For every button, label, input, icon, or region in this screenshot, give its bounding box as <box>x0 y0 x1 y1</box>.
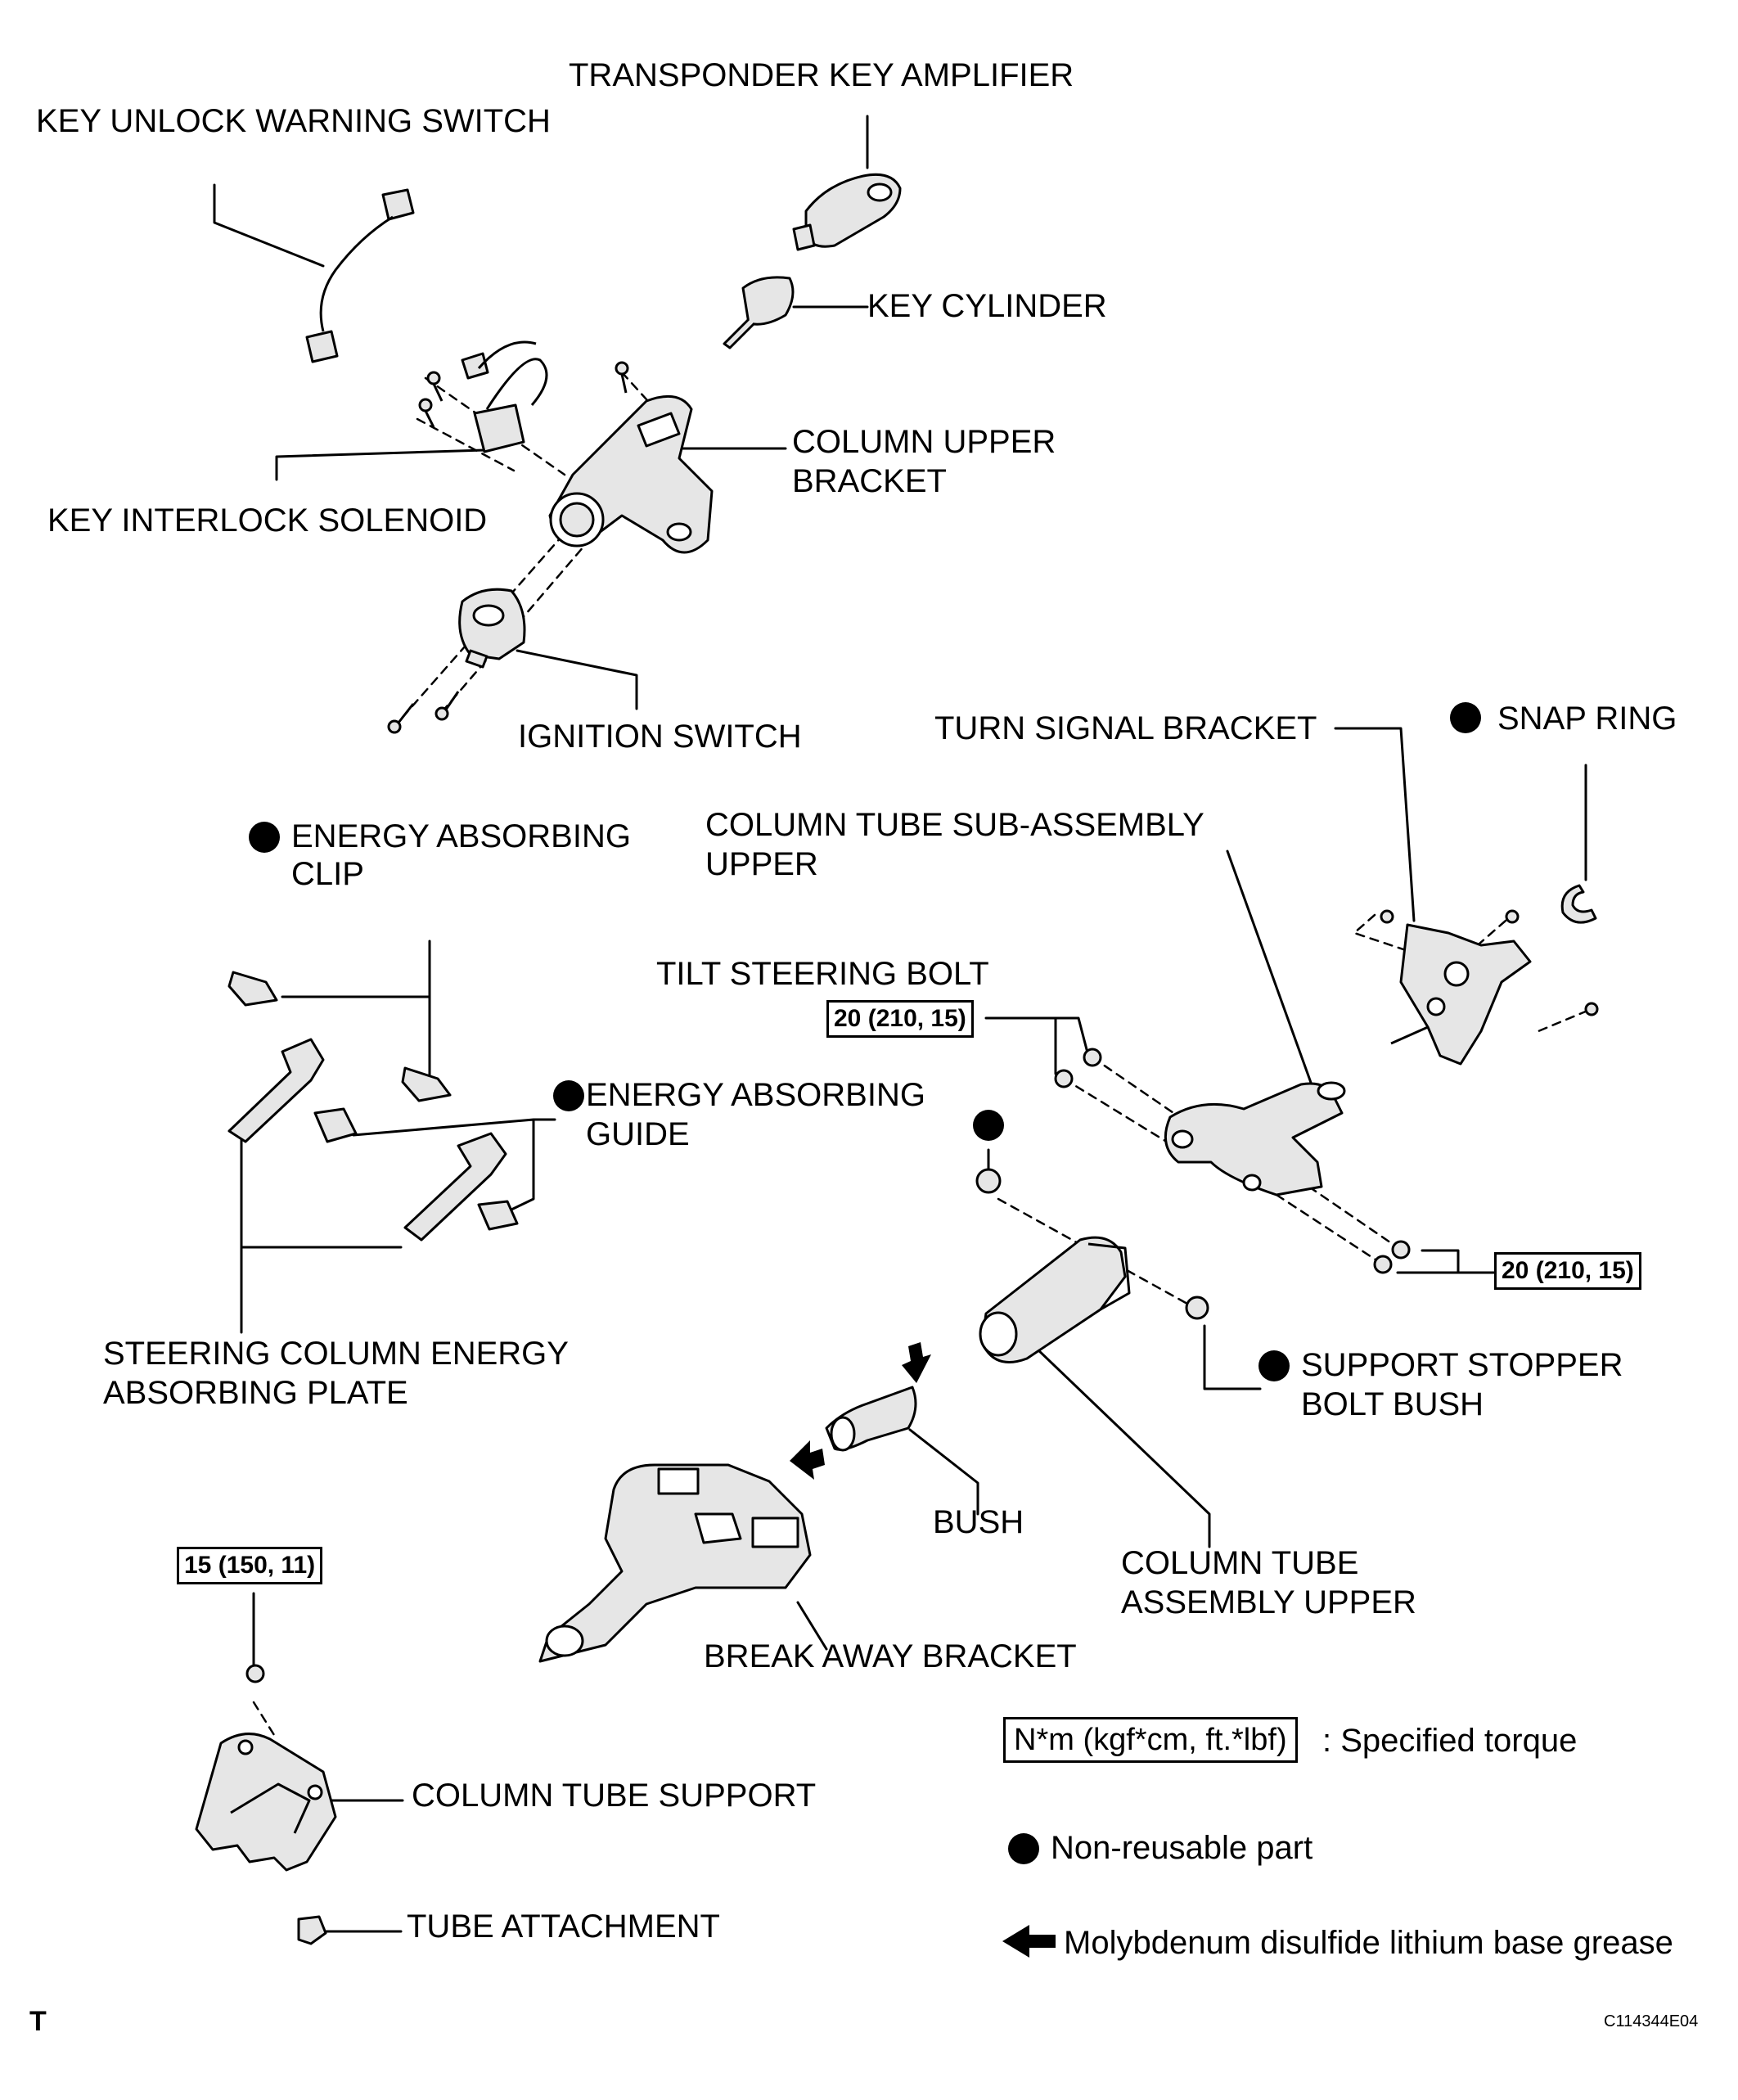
dash-support <box>252 1701 276 1737</box>
column-tube-assembly-upper <box>979 1236 1131 1363</box>
label-key-interlock-solenoid: KEY INTERLOCK SOLENOID <box>47 502 488 539</box>
label-energy-absorbing-guide-line1: ENERGY ABSORBING <box>586 1077 925 1113</box>
leader-break-away <box>796 1601 828 1651</box>
label-energy-absorbing-clip-line2: CLIP <box>291 856 364 892</box>
leader-lower-torque <box>1396 1249 1499 1274</box>
label-ignition-switch: IGNITION SWITCH <box>518 719 802 755</box>
nonreusable-dot-stopper-nut <box>973 1110 1004 1141</box>
nonreusable-dot-support-stopper <box>1258 1350 1290 1381</box>
column-upper-bracket <box>548 394 714 554</box>
bush <box>825 1386 917 1452</box>
dash-solenoid-b <box>416 417 516 472</box>
ignition-screws <box>387 691 460 734</box>
leader-turn-signal <box>1334 727 1416 922</box>
label-tube-attachment: TUBE ATTACHMENT <box>407 1908 720 1945</box>
label-tilt-steering-bolt: TILT STEERING BOLT <box>656 956 989 992</box>
label-key-cylinder: KEY CYLINDER <box>867 288 1107 324</box>
legend-nonreusable-text: Non-reusable part <box>1051 1830 1313 1866</box>
nonreusable-dot-energy-guide <box>553 1080 584 1111</box>
leader-bush <box>908 1428 979 1516</box>
legend-arrow-icon <box>1002 1925 1056 1958</box>
label-column-upper-bracket-line2: BRACKET <box>792 463 947 499</box>
leader-energy-clip <box>281 940 431 1082</box>
nonreusable-dot-energy-clip <box>249 822 280 853</box>
energy-absorbing-guides <box>313 1107 519 1231</box>
nonreusable-dot-snap-ring <box>1450 702 1481 733</box>
torque-box-support-bolt: 15 (150, 11) <box>177 1547 323 1584</box>
label-column-tube-sub-assembly-line1: COLUMN TUBE SUB-ASSEMBLY <box>705 807 1204 843</box>
label-energy-absorbing-plate-line1: STEERING COLUMN ENERGY <box>103 1336 569 1372</box>
turn-signal-bracket <box>1380 909 1599 1066</box>
label-turn-signal-bracket: TURN SIGNAL BRACKET <box>934 710 1317 746</box>
grease-arrow-left <box>790 1440 825 1480</box>
legend-torque-desc: : Specified torque <box>1322 1723 1578 1759</box>
label-transponder-key-amplifier: TRANSPONDER KEY AMPLIFIER <box>569 57 1074 93</box>
label-support-stopper-line1: SUPPORT STOPPER <box>1301 1347 1623 1383</box>
dash-turn-3 <box>1537 1009 1589 1033</box>
label-column-tube-support: COLUMN TUBE SUPPORT <box>412 1778 817 1814</box>
torque-box-tilt-bolt: 20 (210, 15) <box>826 1000 974 1038</box>
dash-lower-1 <box>1295 1177 1403 1251</box>
label-break-away-bracket: BREAK AWAY BRACKET <box>704 1638 1077 1674</box>
label-column-tube-sub-assembly-line2: UPPER <box>705 846 818 882</box>
label-key-unlock-warning-switch: KEY UNLOCK WARNING SWITCH <box>36 103 551 139</box>
energy-absorbing-plates <box>227 1038 507 1242</box>
label-energy-absorbing-guide-line2: GUIDE <box>586 1116 690 1152</box>
dash-solenoid <box>424 376 566 476</box>
label-support-stopper-line2: BOLT BUSH <box>1301 1386 1484 1422</box>
figure-code: C114344E04 <box>1604 2012 1699 2030</box>
break-away-bracket <box>538 1463 812 1663</box>
grease-arrow-top <box>902 1342 931 1383</box>
key-interlock-solenoid <box>461 340 548 453</box>
support-stopper-bolt-bush <box>975 1168 1209 1320</box>
leader-tilt-torque <box>984 1016 1090 1075</box>
energy-absorbing-clips <box>227 971 452 1102</box>
torque-box-lower-bolts: 20 (210, 15) <box>1494 1252 1641 1290</box>
tube-attachment <box>297 1915 327 1945</box>
legend-torque-unit-box: N*m (kgf*cm, ft.*lbf) <box>1003 1717 1298 1763</box>
legend-nonreusable-dot <box>1008 1833 1039 1864</box>
label-snap-ring: SNAP RING <box>1497 701 1677 737</box>
tilt-steering-bolts <box>1054 1048 1411 1274</box>
label-column-tube-assembly-line1: COLUMN TUBE <box>1121 1545 1359 1581</box>
dash-ignition-2 <box>440 539 591 714</box>
label-energy-absorbing-plate-line2: ABSORBING PLATE <box>103 1375 408 1411</box>
solenoid-screws <box>418 361 629 428</box>
snap-ring <box>1560 884 1597 924</box>
corner-letter: T <box>29 2006 47 2037</box>
label-energy-absorbing-clip-line1: ENERGY ABSORBING <box>291 818 631 854</box>
leader-support-stopper <box>1203 1324 1262 1390</box>
leader-ignition <box>516 649 638 710</box>
label-column-tube-assembly-line2: ASSEMBLY UPPER <box>1121 1584 1416 1620</box>
label-bush: BUSH <box>933 1504 1024 1540</box>
column-tube-sub-assembly-upper <box>1164 1081 1346 1196</box>
leader-tube-sub <box>1226 849 1319 1102</box>
leader-key-unlock <box>213 183 325 268</box>
ignition-switch <box>458 588 526 669</box>
dash-lower-2 <box>1275 1193 1385 1266</box>
key-cylinder <box>723 276 795 349</box>
column-tube-support <box>195 1664 337 1872</box>
transponder-amplifier <box>792 173 902 251</box>
leader-energy-plate <box>240 1126 403 1334</box>
label-column-upper-bracket-line1: COLUMN UPPER <box>792 424 1056 460</box>
key-unlock-switch <box>305 188 415 363</box>
leader-column-tube-asm <box>1033 1345 1211 1548</box>
grease-arrows <box>790 1342 1056 1958</box>
legend-grease-text: Molybdenum disulfide lithium base grease <box>1064 1925 1673 1961</box>
leader-key-interlock <box>275 448 486 481</box>
leader-energy-guide <box>352 1118 556 1211</box>
